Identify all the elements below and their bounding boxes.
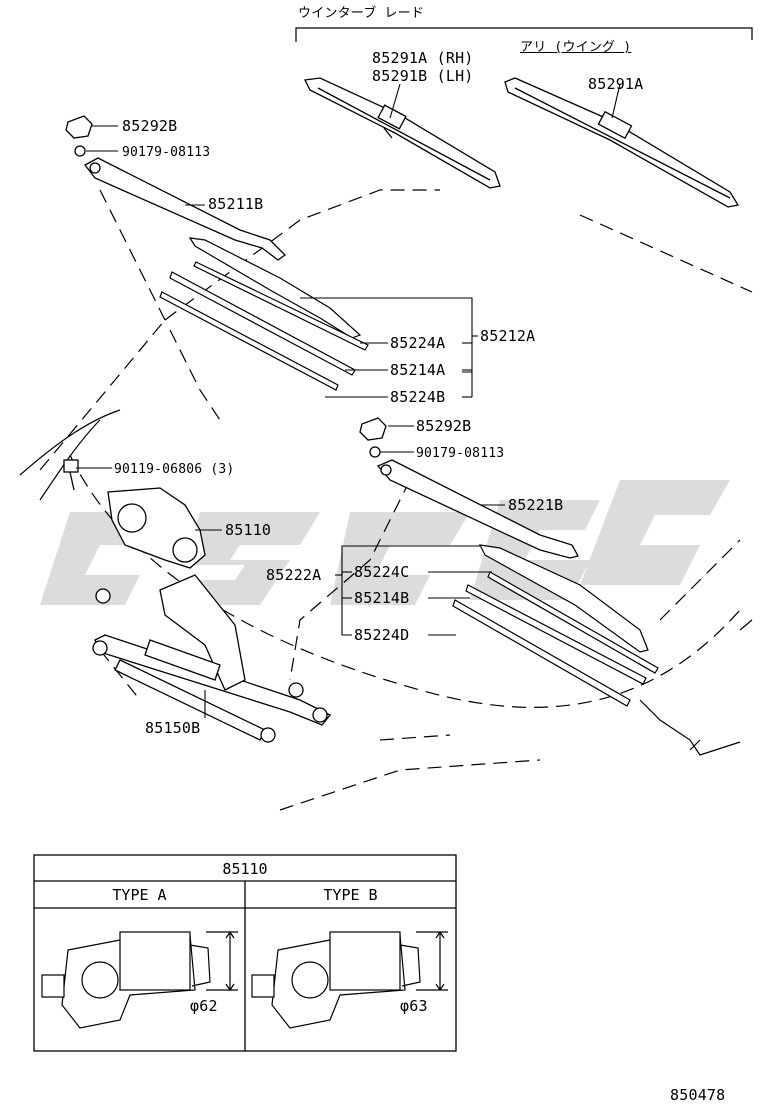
motor-type-a-icon [41, 930, 238, 1029]
cap-icon-mid [359, 417, 387, 458]
part-label-rubber-a: 85214A [390, 361, 446, 379]
wiper-blade-top [159, 237, 369, 391]
winter-blade-rh-lh [304, 77, 501, 189]
dimension-b: φ63 [400, 997, 428, 1015]
part-label-insert-b: 85224B [390, 388, 446, 406]
part-label-cap-top: 85292B [122, 117, 178, 135]
part-label-blade-assy-b: 85222A [266, 566, 322, 584]
part-label-bolt: 90119-06806 (3) [114, 462, 235, 477]
part-label-nut-mid: 90179-08113 [416, 446, 505, 461]
cap-icon-top [65, 115, 93, 157]
part-label-blade-wing: 85291A [588, 75, 644, 93]
with-wing-label: アリ (ウイング ) [520, 40, 632, 55]
table-col-b: TYPE B [323, 886, 378, 904]
wiper-arm-top [84, 157, 287, 261]
winter-blade-label: ウインターブ レード [298, 6, 425, 21]
part-label-rubber-b: 85214B [354, 589, 410, 607]
part-label-arm-mid: 85221B [508, 496, 564, 514]
winter-blade-bracket [295, 27, 753, 42]
part-label-link: 85150B [145, 719, 201, 737]
table-title: 85110 [222, 860, 268, 878]
dimension-a: φ62 [190, 997, 218, 1015]
body-outline [19, 409, 753, 756]
part-label-blade-lh: 85291B (LH) [372, 67, 474, 85]
motor-type-table [33, 854, 457, 1052]
leader-lines [76, 83, 621, 718]
table-col-a: TYPE A [112, 886, 167, 904]
part-label-insert-a: 85224A [390, 334, 446, 352]
part-label-blade-assy-a: 85212A [480, 327, 536, 345]
part-label-blade-rh: 85291A (RH) [372, 49, 474, 67]
part-label-motor: 85110 [225, 521, 272, 539]
wiper-link [92, 574, 332, 743]
part-label-insert-d: 85224D [354, 626, 410, 644]
part-label-arm-top: 85211B [208, 195, 264, 213]
winter-blade-wing [504, 77, 740, 208]
motor-type-b-icon [251, 930, 448, 1029]
wiper-arm-mid [376, 459, 579, 559]
part-label-cap-mid: 85292B [416, 417, 472, 435]
part-label-nut-top: 90179-08113 [122, 145, 211, 160]
figure-number: 850478 [670, 1086, 726, 1104]
part-label-insert-c: 85224C [354, 563, 410, 581]
wiper-blade-mid [452, 544, 659, 707]
bolt-icon [63, 459, 79, 491]
wiper-motor [107, 487, 206, 569]
